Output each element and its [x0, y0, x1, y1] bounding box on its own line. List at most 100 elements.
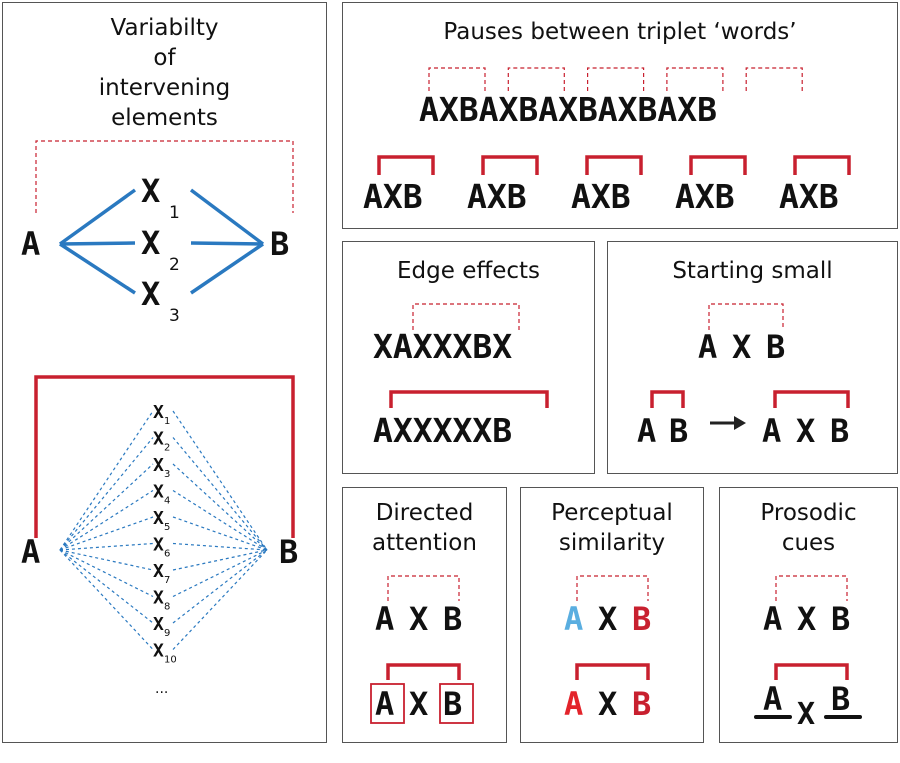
svg-text:X: X: [153, 535, 164, 556]
svg-text:2: 2: [169, 255, 180, 275]
panel-variability: Variabilty of intervening elements A B X…: [2, 2, 327, 743]
svg-text:X: X: [153, 561, 164, 582]
ss-small-b: B: [669, 412, 688, 450]
pause-dependency-dashed: [428, 67, 486, 91]
directed-diagram: A X B A X B: [370, 575, 474, 724]
endpoint-b: B: [270, 225, 289, 263]
svg-text:X: X: [153, 482, 164, 503]
ss-large-x: X: [796, 412, 815, 450]
fan-line: [172, 516, 268, 551]
pc-dependency-dashed: [775, 575, 848, 601]
ss-large-dependency: [773, 390, 850, 408]
svg-text:X: X: [153, 588, 164, 609]
svg-text:X: X: [141, 172, 160, 210]
ss-top-a: A: [698, 328, 717, 366]
svg-text:8: 8: [164, 602, 170, 613]
fan-line: [172, 542, 268, 551]
pause-dependency-dashed: [666, 67, 724, 91]
x3-element: X 3: [141, 275, 180, 326]
da-bottom-b: B: [443, 685, 462, 723]
word-dependency-solid: [377, 155, 435, 175]
fan-line: [59, 549, 154, 571]
panel-prosodic-title: Prosodic cues: [720, 498, 897, 558]
ps-bottom-b: B: [632, 685, 651, 723]
endpoint-b-lower: B: [279, 533, 298, 571]
ss-arrow-icon: [710, 416, 746, 430]
fan-line: [59, 549, 154, 650]
fan-line: [172, 549, 268, 624]
edge-bottom-string: AXXXXXB: [373, 411, 512, 450]
fan-line: [172, 549, 268, 598]
ss-large-b: B: [830, 412, 849, 450]
prosodic-diagram: A X B A X B: [754, 575, 862, 732]
ps-bottom-a: A: [564, 685, 583, 723]
dashed-fan: [59, 410, 268, 650]
title-line-4: elements: [111, 105, 218, 131]
fan-line: [172, 549, 268, 650]
fan-line: [59, 437, 154, 551]
ss-small-dependency: [650, 390, 685, 408]
da-top-b: B: [443, 600, 462, 638]
ps-dependency-solid: [575, 663, 650, 680]
svg-text:1: 1: [164, 416, 170, 427]
svg-text:9: 9: [164, 628, 170, 639]
word-item: AXB: [571, 177, 631, 216]
title-line-1: Prosodic: [760, 500, 857, 526]
title-line-1: Variabilty: [110, 15, 219, 41]
perceptual-diagram: A X B A X B: [564, 575, 651, 723]
svg-text:X: X: [141, 224, 160, 262]
da-top-x: X: [409, 600, 428, 638]
pc-top-b: B: [831, 600, 850, 638]
fan-line: [59, 463, 154, 551]
ps-top-b: B: [632, 600, 651, 638]
ss-large-a: A: [762, 412, 781, 450]
edge-top-string: XAXXXBX: [373, 327, 512, 366]
pc-bottom-b: B: [831, 680, 850, 718]
dependency-dashed: [35, 140, 294, 213]
panel-starting-small: Starting small A X B A B A X B: [607, 241, 898, 474]
panel-edge: Edge effects XAXXXBX AXXXXXB: [342, 241, 595, 474]
svg-text:X: X: [153, 402, 164, 423]
svg-text:X: X: [141, 275, 160, 313]
pc-top-a: A: [763, 600, 782, 638]
ss-dependency-dashed: [708, 303, 784, 330]
pc-top-x: X: [797, 600, 816, 638]
title-line-3: intervening: [98, 75, 231, 101]
blue-links: [58, 188, 265, 295]
fan-line: [172, 489, 268, 551]
svg-text:2: 2: [164, 443, 170, 454]
fan-line: [172, 549, 268, 571]
title-line-2: attention: [372, 530, 477, 556]
ps-dependency-dashed: [576, 575, 649, 601]
title-line-1: Perceptual: [551, 500, 673, 526]
title-line-1: Directed: [375, 500, 474, 526]
stream-string: AXBAXBAXBAXBAXB: [419, 90, 717, 129]
x2-element: X 2: [141, 224, 180, 275]
svg-text:X: X: [153, 508, 164, 529]
word-item: AXB: [467, 177, 527, 216]
svg-text:X: X: [153, 614, 164, 635]
fan-line: [59, 489, 154, 551]
da-bottom-a: A: [375, 685, 394, 723]
da-dependency-solid: [386, 663, 461, 680]
word-item: AXB: [779, 177, 839, 216]
pc-dependency-solid: [774, 663, 849, 680]
word-item: AXB: [675, 177, 735, 216]
edge-dependency-dashed: [412, 303, 520, 330]
da-highlight-box-a: [370, 683, 405, 724]
edge-diagram: XAXXXBX AXXXXXB: [373, 303, 549, 450]
fan-line: [59, 549, 154, 598]
pause-dependency-dashed: [587, 67, 645, 91]
svg-text:X: X: [153, 429, 164, 450]
panel-pauses-title: Pauses between triplet ‘words’: [443, 19, 797, 45]
svg-text:X: X: [153, 455, 164, 476]
svg-text:1: 1: [169, 203, 180, 223]
pause-dependency-dashed: [507, 67, 565, 91]
